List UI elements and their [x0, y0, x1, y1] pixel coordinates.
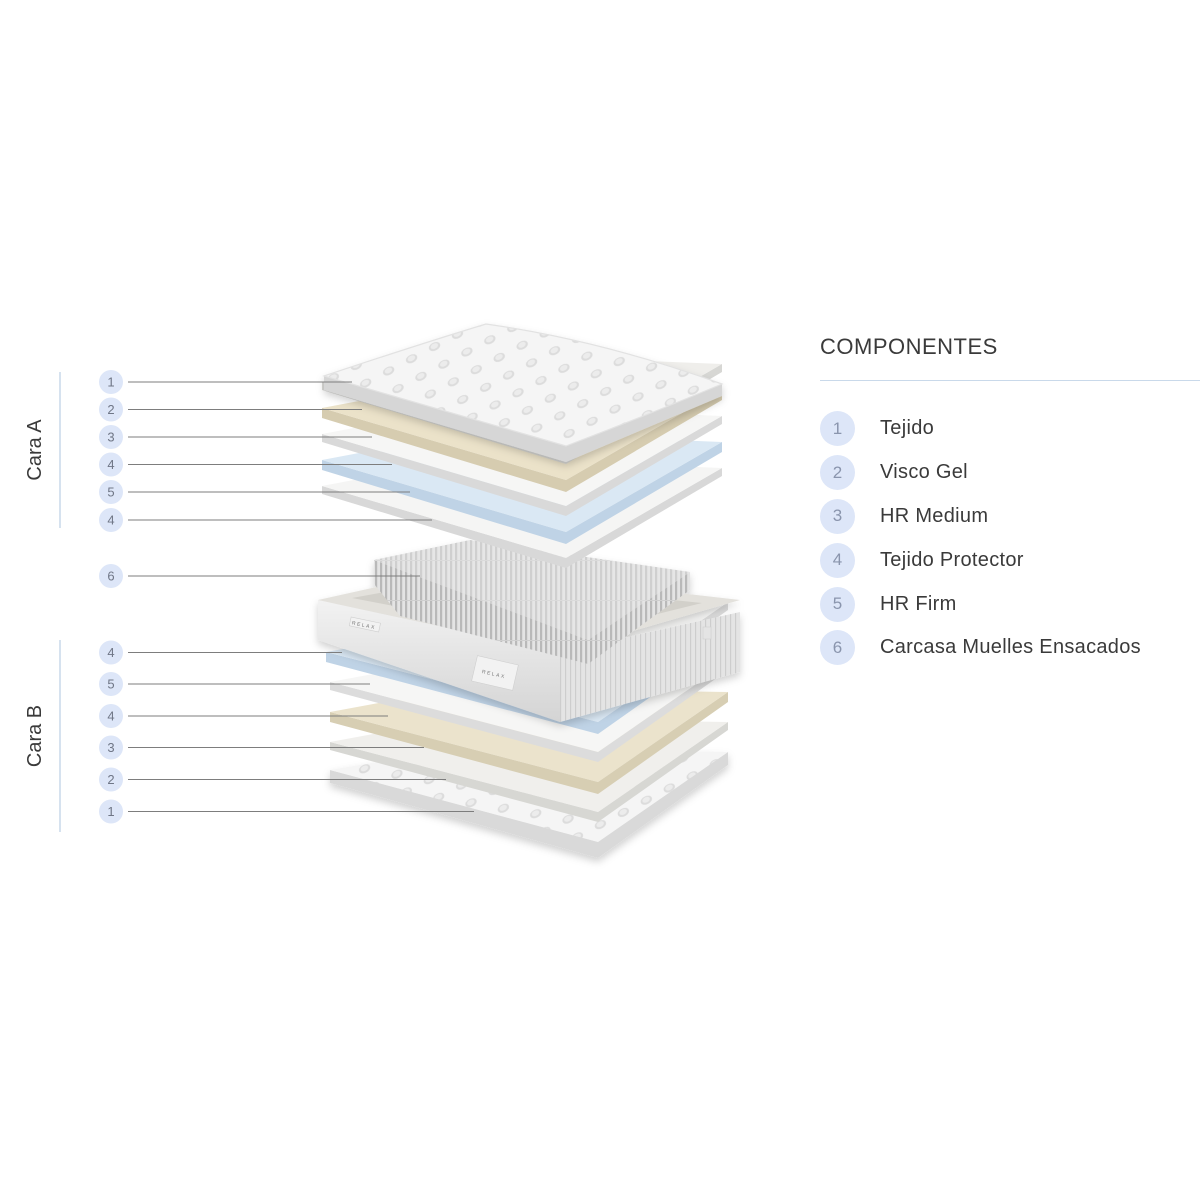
- pocket-spring-casing: RELAX RELAX: [318, 540, 740, 722]
- legend-number-badge: 4: [820, 542, 855, 578]
- callout-number: 4: [107, 457, 114, 472]
- callout-number: 2: [107, 772, 114, 787]
- callout-b-3: 4: [99, 704, 388, 728]
- cara-b-label: Cara B: [24, 705, 46, 767]
- legend-item: 3 HR Medium: [820, 495, 1200, 539]
- top-quilted-fabric-layer: [321, 323, 724, 462]
- legend-item-label: Tejido Protector: [880, 548, 1024, 571]
- callout-a-5: 5: [99, 480, 410, 504]
- callout-b-4: 3: [99, 735, 424, 760]
- legend-item-label: HR Firm: [880, 592, 957, 615]
- callout-badge: [99, 735, 123, 760]
- callout-b-2: 5: [99, 672, 370, 696]
- legend-item: 6 Carcasa Muelles Ensacados: [820, 626, 1200, 670]
- cara-a-label: Cara A: [24, 419, 46, 481]
- legend-item: 1 Tejido: [820, 407, 1200, 451]
- legend-number-badge: 3: [820, 498, 855, 534]
- callout-number: 1: [107, 804, 114, 819]
- callout-badge: [99, 480, 123, 504]
- callout-number: 4: [107, 645, 114, 660]
- corner-tag: [702, 626, 712, 640]
- legend-title: COMPONENTES: [820, 334, 998, 359]
- callout-a-6: 4: [99, 508, 432, 532]
- brand-text-right: RELAX: [481, 669, 506, 680]
- callout-a-1: 1: [99, 370, 352, 394]
- callout-a-2: 2: [99, 397, 362, 422]
- callout-badge: [99, 508, 123, 532]
- callout-a-4: 4: [99, 452, 392, 477]
- callout-badge: [99, 564, 123, 588]
- callout-badge: [99, 452, 123, 477]
- callout-b-5: 2: [99, 767, 446, 792]
- callout-number: 6: [107, 569, 114, 584]
- legend-item-label: Visco Gel: [880, 461, 968, 484]
- callout-badge: [99, 370, 123, 394]
- callout-number: 1: [107, 375, 114, 390]
- components-legend: COMPONENTES 1 Tejido 2 Visco Gel 3 HR Me…: [820, 334, 1200, 670]
- callouts: 1 2 3 4 5 4 6: [99, 370, 474, 824]
- brand-tag-left: [348, 616, 381, 633]
- legend-divider: [820, 380, 1200, 381]
- callout-badge: [99, 425, 123, 449]
- callout-badge: [99, 799, 123, 824]
- legend-number-badge: 1: [820, 411, 855, 447]
- legend-item-label: Tejido: [880, 417, 935, 440]
- legend-number-badge: 5: [820, 586, 855, 622]
- callout-a-3: 3: [99, 425, 372, 449]
- callout-number: 3: [107, 740, 114, 755]
- legend-list: 1 Tejido 2 Visco Gel 3 HR Medium 4 Tejid…: [820, 407, 1200, 670]
- legend-number-badge: 2: [820, 455, 855, 491]
- callout-number: 5: [107, 677, 114, 692]
- callout-b-1: 4: [99, 640, 342, 665]
- callout-number: 3: [107, 430, 114, 445]
- callout-number: 5: [107, 485, 114, 500]
- legend-number-badge: 6: [820, 630, 855, 666]
- legend-item: 4 Tejido Protector: [820, 538, 1200, 582]
- brand-tag-right: [471, 655, 519, 691]
- callout-number: 4: [107, 513, 114, 528]
- callout-number: 4: [107, 709, 114, 724]
- callout-badge: [99, 640, 123, 665]
- callout-badge: [99, 397, 123, 422]
- callout-core: 6: [99, 564, 420, 588]
- legend-item-label: Carcasa Muelles Ensacados: [880, 636, 1141, 659]
- legend-item-label: HR Medium: [880, 504, 989, 527]
- legend-item: 5 HR Firm: [820, 582, 1200, 626]
- callout-badge: [99, 767, 123, 792]
- callout-badge: [99, 672, 123, 696]
- brand-text-left: RELAX: [351, 620, 376, 631]
- callout-b-6: 1: [99, 799, 474, 824]
- callout-number: 2: [107, 402, 114, 417]
- callout-badge: [99, 704, 123, 728]
- legend-item: 2 Visco Gel: [820, 451, 1200, 495]
